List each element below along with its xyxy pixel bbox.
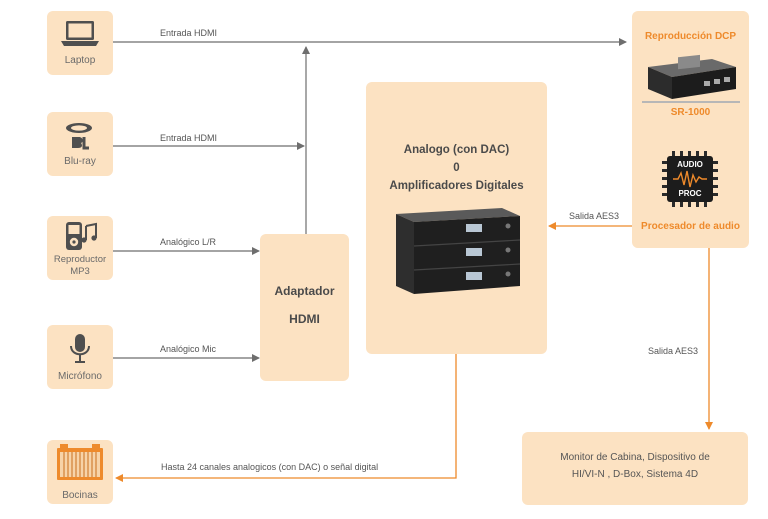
edge-label-channels: Hasta 24 canales analogicos (con DAC) o … — [161, 462, 379, 472]
edge-label-analog-lr: Analógico L/R — [160, 237, 217, 247]
adapter-title-line2: HDMI — [289, 312, 320, 326]
audio-processor-chip-icon: AUDIO PROC — [662, 151, 718, 207]
dcp-title: Reproducción DCP — [644, 31, 737, 42]
microphone-node: Micrófono — [47, 325, 113, 389]
hdmi-adapter-node: Adaptador HDMI — [260, 234, 349, 381]
chip-label-audio: AUDIO — [677, 160, 703, 169]
processor-label: Procesador de audio — [641, 221, 740, 232]
edge-label-aes3-left: Salida AES3 — [569, 211, 620, 221]
laptop-icon — [47, 19, 113, 49]
amplifier-rack-icon — [390, 206, 526, 301]
microphone-label: Micrófono — [58, 371, 102, 382]
bluray-label: Blu-ray — [64, 156, 96, 167]
laptop-node: Laptop — [47, 11, 113, 75]
edge-amplifier-to-speakers — [115, 354, 457, 482]
edge-label-aes3-down: Salida AES3 — [648, 346, 699, 356]
edge-label-analog-mic: Analógico Mic — [160, 344, 217, 354]
mp3-player-label: Reproductor MP3 — [47, 254, 113, 278]
speaker-icon — [47, 443, 113, 483]
dcp-model: SR-1000 — [670, 107, 711, 118]
mp3-label-line2: MP3 — [70, 266, 90, 277]
server-icon — [642, 51, 740, 114]
bluray-icon — [47, 118, 113, 152]
monitor-line1: Monitor de Cabina, Dispositivo de — [560, 452, 710, 463]
edge-label-laptop-hdmi: Entrada HDMI — [160, 28, 218, 38]
adapter-title-line1: Adaptador — [274, 284, 335, 298]
monitor-line2: HI/VI-N , D-Box, Sistema 4D — [571, 469, 699, 480]
speaker-label: Bocinas — [62, 490, 98, 501]
mp3-player-icon — [47, 220, 113, 252]
speaker-node: Bocinas — [47, 440, 113, 504]
dcp-node: Reproducción DCP SR-1000 AUDIO PROC — [632, 11, 749, 248]
laptop-label: Laptop — [64, 55, 96, 66]
microphone-icon — [47, 333, 113, 365]
mp3-player-node: Reproductor MP3 — [47, 216, 113, 280]
amplifier-title-line2: 0 — [453, 162, 460, 174]
monitor-node: Monitor de Cabina, Dispositivo de HI/VI-… — [522, 432, 748, 505]
amplifier-title-line3: Amplificadores Digitales — [389, 180, 524, 192]
amplifier-node: Analogo (con DAC) 0 Amplificadores Digit… — [366, 82, 547, 354]
amplifier-title-line1: Analogo (con DAC) — [403, 144, 510, 156]
chip-label-proc: PROC — [678, 189, 702, 198]
edge-label-bluray-hdmi: Entrada HDMI — [160, 133, 218, 143]
mp3-label-line1: Reproductor — [53, 254, 107, 265]
bluray-node: Blu-ray — [47, 112, 113, 176]
